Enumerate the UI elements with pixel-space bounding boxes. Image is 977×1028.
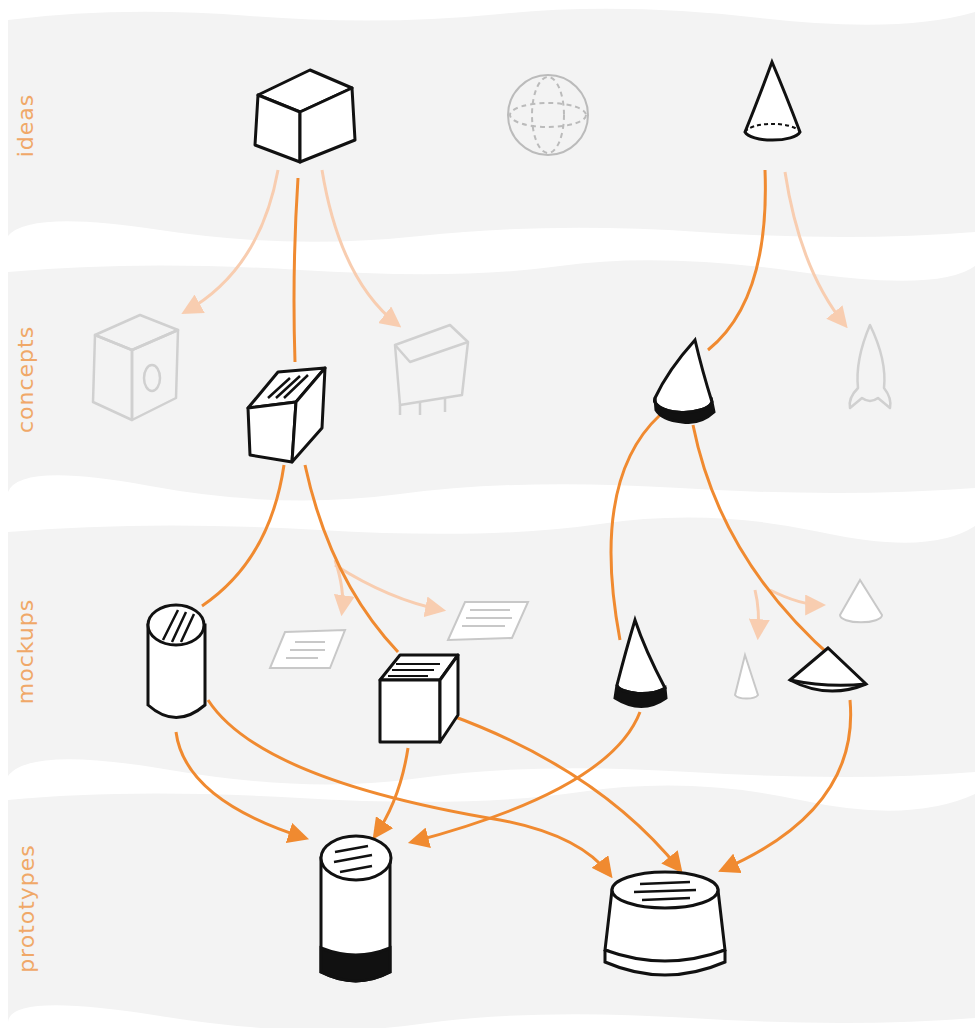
stage-band: ideas [0, 14, 977, 236]
stage-label: prototypes [14, 844, 39, 973]
stage-band: prototypes [0, 794, 977, 1022]
stage-band: mockups [0, 526, 977, 776]
stage-band: concepts [0, 266, 977, 492]
stage-label: ideas [14, 93, 39, 157]
stage-label: concepts [14, 325, 39, 432]
stage-label: mockups [14, 598, 39, 703]
